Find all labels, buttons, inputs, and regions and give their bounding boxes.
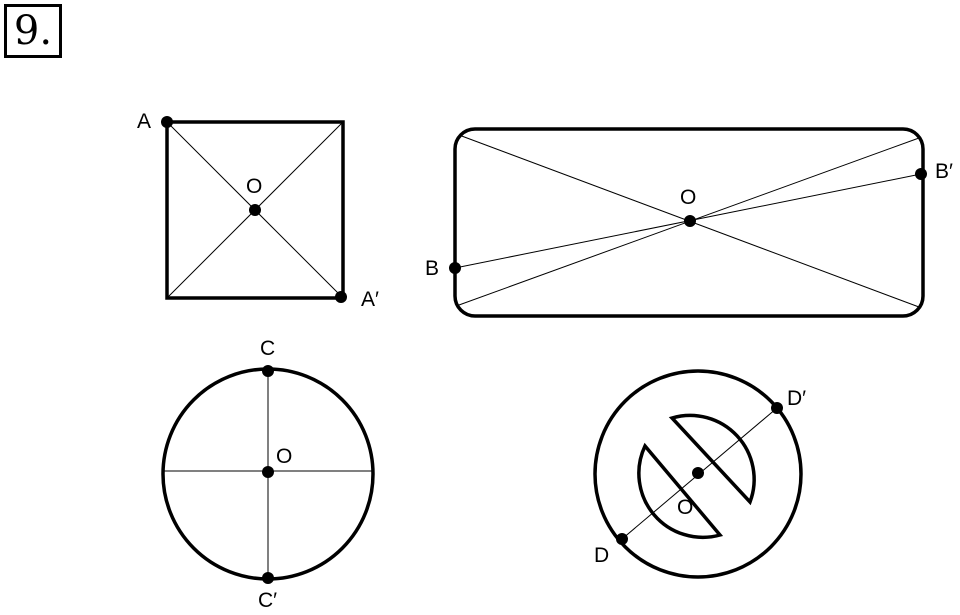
circle-figure: C O C′: [161, 337, 375, 612]
rectangle-figure: B O B′: [425, 127, 953, 318]
rectangle-center-point: [684, 215, 696, 227]
point-d: [616, 533, 628, 545]
point-c-prime: [262, 572, 274, 584]
circle-center-point: [262, 466, 274, 478]
point-d-prime: [771, 402, 783, 414]
point-b: [449, 262, 461, 274]
square-figure: A O A′: [137, 110, 379, 311]
label-circle-o: O: [276, 445, 292, 468]
rectangle-outline: [453, 127, 925, 318]
ring-figure: D′ O D: [593, 369, 806, 579]
label-rectangle-o: O: [680, 186, 696, 209]
label-square-o: O: [246, 175, 262, 198]
point-a: [161, 116, 173, 128]
upper-half-disc: [668, 413, 756, 506]
label-c: C: [260, 337, 275, 360]
ring-center-point: [692, 467, 704, 479]
label-d-prime: D′: [787, 387, 806, 410]
problem-number: 9.: [4, 4, 62, 58]
point-c: [262, 365, 274, 377]
label-d: D: [594, 544, 609, 567]
label-a: A: [137, 110, 151, 133]
label-ring-o: O: [677, 496, 693, 519]
point-a-prime: [335, 291, 347, 303]
label-c-prime: C′: [258, 589, 277, 612]
label-b-prime: B′: [935, 160, 953, 183]
label-b: B: [425, 257, 439, 280]
label-a-prime: A′: [361, 288, 379, 311]
point-b-prime: [915, 168, 927, 180]
ring-outer-circle: [593, 369, 803, 579]
square-outline: [165, 120, 345, 300]
square-center-point: [249, 204, 261, 216]
lower-half-disc: [637, 442, 724, 540]
